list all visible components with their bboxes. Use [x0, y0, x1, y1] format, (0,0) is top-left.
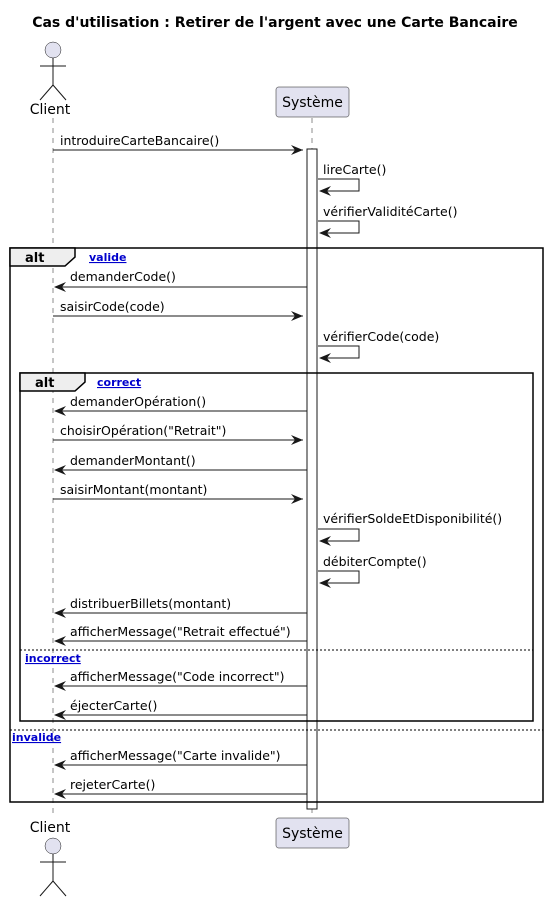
svg-text:éjecterCarte(): éjecterCarte() [70, 698, 157, 713]
arrowhead-icon [54, 608, 66, 618]
actor-head-icon [44, 837, 62, 855]
arrowhead-icon [291, 435, 303, 445]
client-actor-top: Client [30, 41, 71, 118]
diagram-title: Cas d'utilisation : Retirer de l'argent … [32, 15, 518, 31]
message-demander-code: demanderCode() [54, 269, 307, 292]
systeme-activation-bar [306, 148, 318, 810]
participant-client-label: Client [30, 102, 71, 118]
guard-invalide: invalide [12, 731, 61, 744]
message-choisir-operation: choisirOpération("Retrait") [53, 423, 303, 445]
message-debiter-compte: débiterCompte() [318, 554, 427, 588]
svg-text:saisirMontant(montant): saisirMontant(montant) [60, 482, 207, 497]
client-actor-bottom: Client [30, 820, 71, 897]
svg-text:vérifierSoldeEtDisponibilité(): vérifierSoldeEtDisponibilité() [323, 511, 502, 526]
arrowhead-icon [291, 494, 303, 504]
arrowhead-icon [319, 353, 331, 363]
message-retrait-effectue: afficherMessage("Retrait effectué") [54, 624, 307, 646]
message-rejeter-carte: rejeterCarte() [54, 777, 307, 799]
alt-keyword-outer: alt [25, 251, 44, 266]
guard-valide: valide [89, 251, 126, 264]
message-verifier-solde: vérifierSoldeEtDisponibilité() [318, 511, 502, 546]
alt-keyword-inner: alt [35, 376, 54, 391]
alt-fragment-outer: alt valide invalide [9, 247, 544, 803]
svg-text:demanderMontant(): demanderMontant() [70, 453, 196, 468]
svg-text:afficherMessage("Retrait effec: afficherMessage("Retrait effectué") [70, 624, 291, 639]
arrowhead-icon [54, 465, 66, 475]
message-distribuer-billets: distribuerBillets(montant) [54, 596, 307, 618]
svg-text:débiterCompte(): débiterCompte() [323, 554, 427, 569]
message-verifier-validite: vérifierValiditéCarte() [318, 204, 457, 238]
svg-text:vérifierCode(code): vérifierCode(code) [323, 329, 439, 344]
message-code-incorrect: afficherMessage("Code incorrect") [54, 669, 307, 691]
arrowhead-icon [54, 406, 66, 416]
message-saisir-montant: saisirMontant(montant) [53, 482, 303, 504]
svg-text:saisirCode(code): saisirCode(code) [60, 299, 165, 314]
participant-systeme-label-bottom: Système [282, 826, 343, 842]
svg-text:demanderCode(): demanderCode() [70, 269, 176, 284]
message-saisir-code: saisirCode(code) [53, 299, 303, 321]
message-demander-montant: demanderMontant() [54, 453, 307, 475]
arrowhead-icon [54, 710, 66, 720]
svg-text:choisirOpération("Retrait"): choisirOpération("Retrait") [60, 423, 226, 438]
arrowhead-icon [291, 145, 303, 155]
message-ejecter-carte: éjecterCarte() [54, 698, 307, 720]
arrowhead-icon [319, 228, 331, 238]
alt-fragment-inner: alt correct incorrect [19, 372, 534, 722]
svg-text:vérifierValiditéCarte(): vérifierValiditéCarte() [323, 204, 457, 219]
systeme-box-top: Système [275, 86, 350, 118]
arrowhead-icon [54, 636, 66, 646]
arrowhead-icon [54, 282, 66, 292]
message-lire-carte: lireCarte() [318, 162, 386, 196]
svg-text:afficherMessage("Code incorrec: afficherMessage("Code incorrect") [70, 669, 285, 684]
message-carte-invalide: afficherMessage("Carte invalide") [54, 748, 307, 770]
actor-head-icon [44, 41, 62, 59]
arrowhead-icon [54, 681, 66, 691]
arrowhead-icon [54, 760, 66, 770]
arrowhead-icon [319, 536, 331, 546]
guard-incorrect: incorrect [25, 652, 81, 665]
guard-correct: correct [97, 376, 141, 389]
message-demander-operation: demanderOpération() [54, 394, 307, 416]
svg-text:demanderOpération(): demanderOpération() [70, 394, 206, 409]
message-introduire-carte: introduireCarteBancaire() [53, 133, 303, 155]
arrowhead-icon [319, 578, 331, 588]
svg-text:introduireCarteBancaire(): introduireCarteBancaire() [60, 133, 219, 148]
systeme-box-bottom: Système [275, 817, 350, 849]
arrowhead-icon [291, 311, 303, 321]
arrowhead-icon [54, 789, 66, 799]
arrowhead-icon [319, 186, 331, 196]
svg-text:afficherMessage("Carte invalid: afficherMessage("Carte invalide") [70, 748, 281, 763]
svg-text:rejeterCarte(): rejeterCarte() [70, 777, 155, 792]
participant-systeme-label: Système [282, 95, 343, 111]
participant-client-label-bottom: Client [30, 820, 71, 836]
svg-text:lireCarte(): lireCarte() [323, 162, 386, 177]
message-verifier-code: vérifierCode(code) [318, 329, 439, 363]
svg-text:distribuerBillets(montant): distribuerBillets(montant) [70, 596, 231, 611]
